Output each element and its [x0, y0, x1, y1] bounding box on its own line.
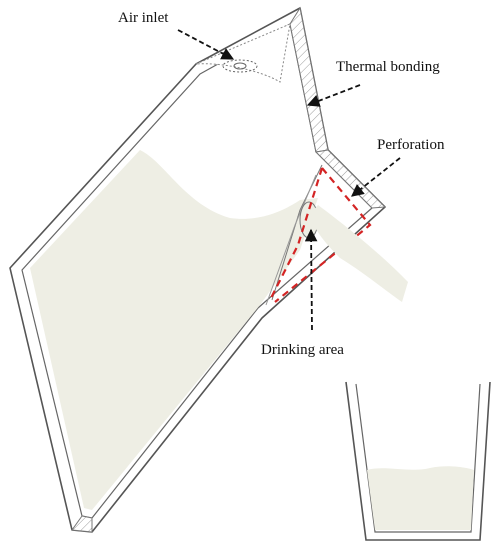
bottom-seam	[71, 515, 93, 533]
cup-inner	[355, 383, 481, 533]
drinking-area-arrow	[304, 228, 318, 331]
drinking-area-label: Drinking area	[261, 342, 344, 358]
air-inlet-label: Air inlet	[118, 10, 169, 26]
perforation-label: Perforation	[377, 137, 445, 153]
annotation-arrows	[177, 29, 401, 331]
spout-fold	[271, 164, 323, 301]
thermal-bonding-arrow	[306, 84, 361, 107]
pouring-stream	[310, 205, 408, 302]
liquid-in-pouch	[30, 150, 318, 510]
cup-liquid	[367, 466, 474, 530]
cup-outer	[345, 381, 491, 541]
cup	[345, 381, 491, 541]
perforation-arrow	[351, 157, 401, 197]
thermal-bonding-label: Thermal bonding	[336, 59, 440, 75]
air-inlet-arrow	[177, 29, 235, 60]
air-inlet-hole	[222, 59, 258, 73]
perforation-line	[269, 167, 372, 303]
pouch	[9, 6, 387, 533]
spout-fold-2	[265, 174, 317, 306]
top-cone	[195, 23, 291, 83]
air-inlet-core	[233, 62, 247, 70]
